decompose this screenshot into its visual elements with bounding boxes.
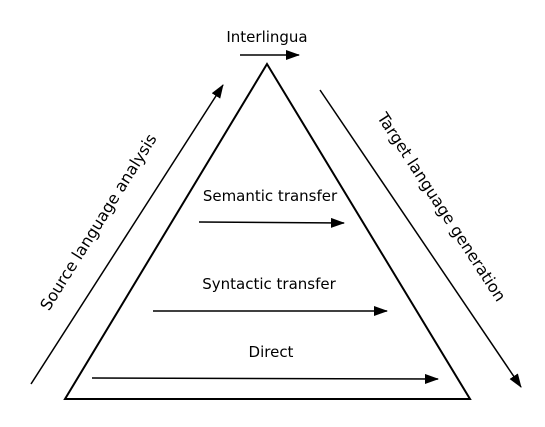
semantic-transfer-label: Semantic transfer [203,187,338,205]
apex-label: Interlingua [226,28,307,46]
direct-arrow [91,373,439,384]
generation-arrow [319,89,522,388]
syntactic-transfer-label: Syntactic transfer [202,275,336,293]
target-language-generation-label: Target language generation [373,108,510,305]
semantic-transfer-arrow [198,217,345,228]
pyramid-triangle [63,62,472,400]
source-language-analysis-label: Source language analysis [36,130,160,313]
direct-label: Direct [249,343,294,361]
analysis-arrow [30,84,224,385]
